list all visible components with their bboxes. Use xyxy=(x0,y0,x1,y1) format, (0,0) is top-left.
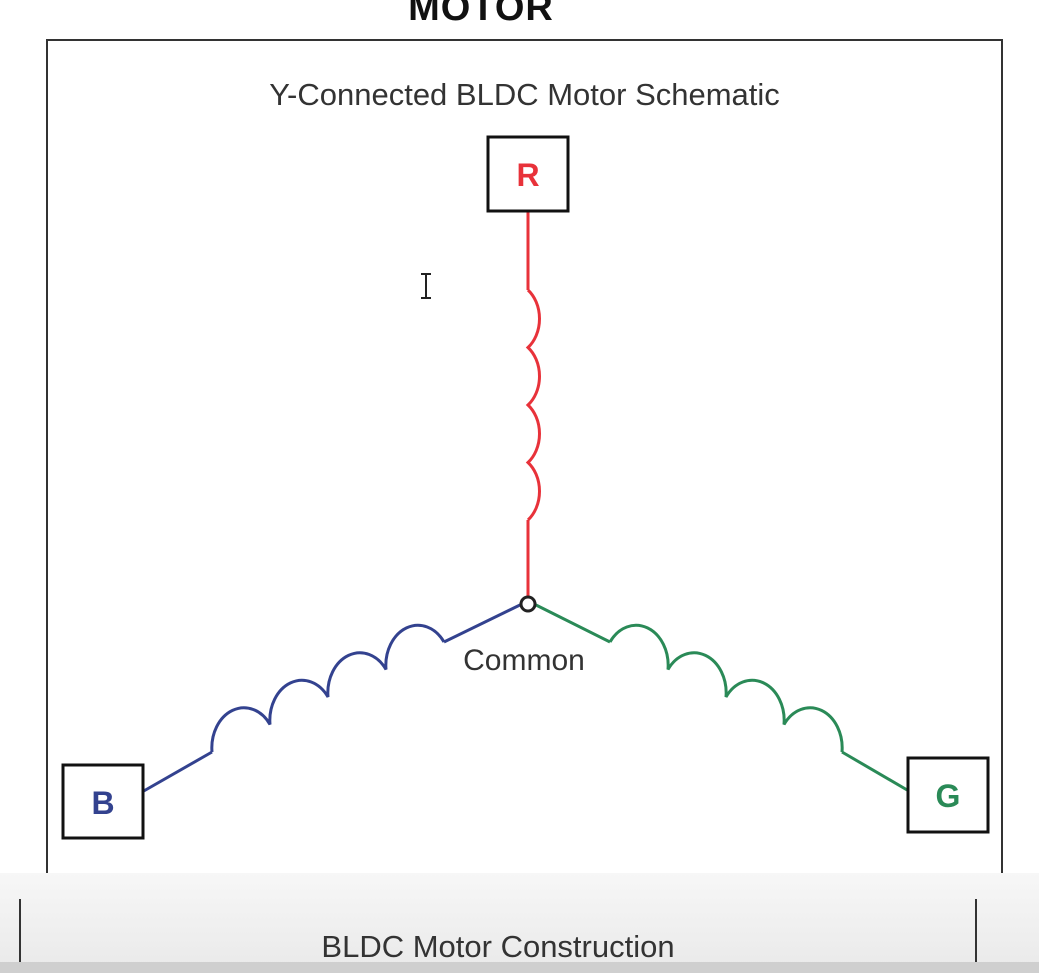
text-cursor-icon xyxy=(421,273,431,299)
b-coil xyxy=(210,623,446,753)
bottom-shade xyxy=(0,962,1039,973)
terminal-r-box xyxy=(486,135,570,213)
terminal-r-label: R xyxy=(516,157,539,193)
terminal-b: B xyxy=(61,763,145,840)
b-phase-winding xyxy=(141,602,523,794)
schematic-title: Y-Connected BLDC Motor Schematic xyxy=(269,77,780,112)
next-section-frame xyxy=(19,899,977,973)
page-heading: MOTOR xyxy=(408,0,554,29)
terminal-b-box xyxy=(61,763,145,840)
next-section-caption: BLDC Motor Construction xyxy=(321,929,675,964)
terminal-g: G xyxy=(906,756,990,834)
g-coil xyxy=(608,623,844,753)
g-lead-inner xyxy=(533,602,611,644)
g-lead-outer xyxy=(841,750,915,796)
common-label: Common xyxy=(463,644,585,677)
b-lead-inner xyxy=(443,602,523,644)
terminal-g-label: G xyxy=(936,778,961,814)
terminal-b-label: B xyxy=(91,785,114,821)
next-section-strip xyxy=(0,873,1039,973)
r-phase-winding xyxy=(525,212,541,598)
terminal-g-box xyxy=(906,756,990,834)
g-phase-winding xyxy=(533,602,915,796)
b-lead-outer xyxy=(141,750,213,794)
r-coil xyxy=(525,288,541,522)
terminal-r: R xyxy=(486,135,570,213)
common-node xyxy=(519,595,537,613)
